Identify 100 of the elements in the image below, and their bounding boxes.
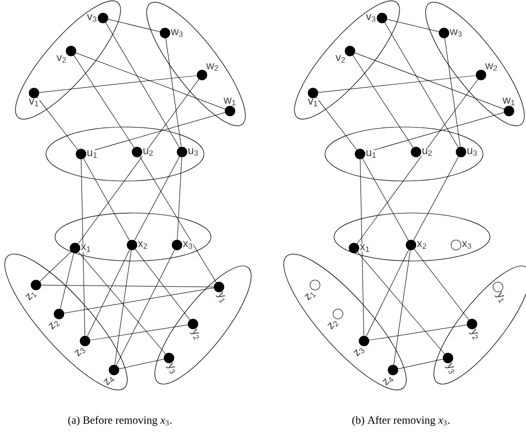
- vertex-dot: [450, 240, 462, 250]
- vertex-label: z$_{3}$: [74, 345, 88, 358]
- vertex-dot: [224, 106, 236, 116]
- vertex-label: x$_{3}$: [461, 240, 472, 250]
- vertex-label: u$_{2}$: [142, 148, 154, 156]
- vertex-dot: [172, 240, 182, 250]
- vertex-dot: [410, 146, 422, 158]
- subfigure-caption: (b) After removing x$_{3}$.: [352, 416, 450, 426]
- vertex-dot: [28, 88, 40, 98]
- edge-line: [90, 324, 188, 340]
- edge-line: [83, 158, 130, 241]
- edge-line: [384, 22, 459, 148]
- vertex-label: x$_{1}$: [80, 244, 92, 252]
- edge-line: [366, 249, 409, 337]
- vertex-label: v$_{1}$: [28, 98, 40, 106]
- edge-line: [118, 358, 164, 370]
- edge-line: [413, 156, 459, 241]
- edge-line: [108, 19, 160, 32]
- vertex-dot: [108, 364, 120, 376]
- vertex-label: w$_{1}$: [223, 98, 237, 106]
- edge-line: [368, 324, 468, 340]
- edge-line: [64, 288, 214, 314]
- vertex-dot: [476, 70, 486, 80]
- vertex-label: z$_{3}$: [352, 345, 366, 358]
- edge-line: [316, 96, 358, 150]
- vertex-dot: [376, 12, 388, 24]
- vertex-dot: [80, 336, 90, 346]
- group-ellipse: [46, 126, 204, 182]
- vertex-label: y$_{2}$: [468, 328, 482, 342]
- vertex-dot: [466, 318, 478, 330]
- vertex-dot: [214, 282, 224, 292]
- vertex-label: w$_{3}$: [449, 28, 463, 38]
- vertex-label: z$_{4}$: [382, 374, 395, 388]
- edge-line: [357, 252, 445, 354]
- subfigure-caption: (a) Before removing x$_{3}$.: [68, 416, 172, 426]
- vertex-dot: [388, 364, 398, 376]
- edge-line: [177, 157, 182, 240]
- edge-line: [78, 78, 200, 244]
- vertex-label: u$_{1}$: [86, 150, 98, 158]
- vertex-dot: [54, 308, 64, 320]
- vertex-label: z$_{1}$: [24, 289, 38, 302]
- vertex-dot: [344, 46, 356, 56]
- vertex-label: x$_{2}$: [137, 240, 148, 250]
- vertex-dot: [76, 148, 86, 160]
- edge-line: [114, 250, 132, 366]
- vertex-label: v$_{3}$: [86, 14, 98, 22]
- vertex-label: w$_{2}$: [206, 63, 220, 72]
- edge-line: [444, 38, 461, 148]
- vertex-label: y$_{1}$: [494, 291, 508, 305]
- edge-line: [38, 75, 198, 93]
- edge-line: [166, 38, 182, 148]
- edge-line: [318, 75, 476, 93]
- vertex-label: z$_{1}$: [304, 289, 317, 302]
- vertex-label: y$_{1}$: [215, 291, 228, 305]
- vertex-label: z$_{4}$: [102, 374, 116, 388]
- vertex-label: z$_{2}$: [326, 318, 340, 332]
- vertex-label: w$_{3}$: [170, 28, 184, 38]
- vertex-dot: [70, 242, 80, 254]
- vertex-label: v$_{1}$: [308, 98, 318, 106]
- vertex-dot: [98, 12, 108, 24]
- vertex-label: x$_{3}$: [182, 240, 194, 250]
- group-ellipse: [334, 212, 490, 262]
- vertex-dot: [438, 28, 450, 38]
- edge-line: [86, 112, 226, 153]
- group-ellipse: [324, 126, 484, 182]
- edge-line: [134, 248, 190, 320]
- edge-line: [398, 358, 444, 370]
- vertex-label: x$_{2}$: [416, 240, 428, 250]
- edge-line: [394, 250, 410, 366]
- vertex-dot: [358, 336, 370, 346]
- edge-line: [60, 252, 74, 310]
- vertex-label: v$_{2}$: [335, 54, 346, 63]
- vertex-label: v$_{2}$: [56, 54, 68, 63]
- vertex-label: w$_{1}$: [502, 98, 516, 106]
- vertex-label: u$_{3}$: [466, 148, 478, 156]
- vertex-label: y$_{3}$: [165, 362, 178, 376]
- vertex-label: w$_{2}$: [484, 63, 498, 72]
- vertex-dot: [66, 46, 76, 56]
- vertex-dot: [504, 106, 514, 116]
- group-ellipse: [54, 212, 212, 262]
- edge-line: [354, 52, 504, 110]
- vertex-label: z$_{2}$: [48, 318, 61, 332]
- vertex-dot: [308, 88, 318, 98]
- edge-line: [362, 158, 409, 241]
- vertex-dot: [160, 28, 170, 38]
- edge-line: [414, 248, 470, 320]
- edge-line: [36, 96, 78, 150]
- vertex-dot: [126, 240, 138, 250]
- vertex-label: v$_{3}$: [366, 14, 377, 22]
- vertex-label: x$_{1}$: [359, 244, 370, 252]
- vertex-dot: [354, 148, 366, 160]
- vertex-label: y$_{2}$: [189, 328, 202, 342]
- vertex-dot: [176, 146, 188, 158]
- edge-line: [78, 252, 166, 354]
- vertex-dot: [406, 240, 416, 250]
- edge-line: [139, 156, 217, 283]
- edge-line: [41, 284, 214, 288]
- edge-line: [116, 249, 175, 366]
- edge-line: [105, 22, 180, 148]
- edge-line: [386, 19, 440, 32]
